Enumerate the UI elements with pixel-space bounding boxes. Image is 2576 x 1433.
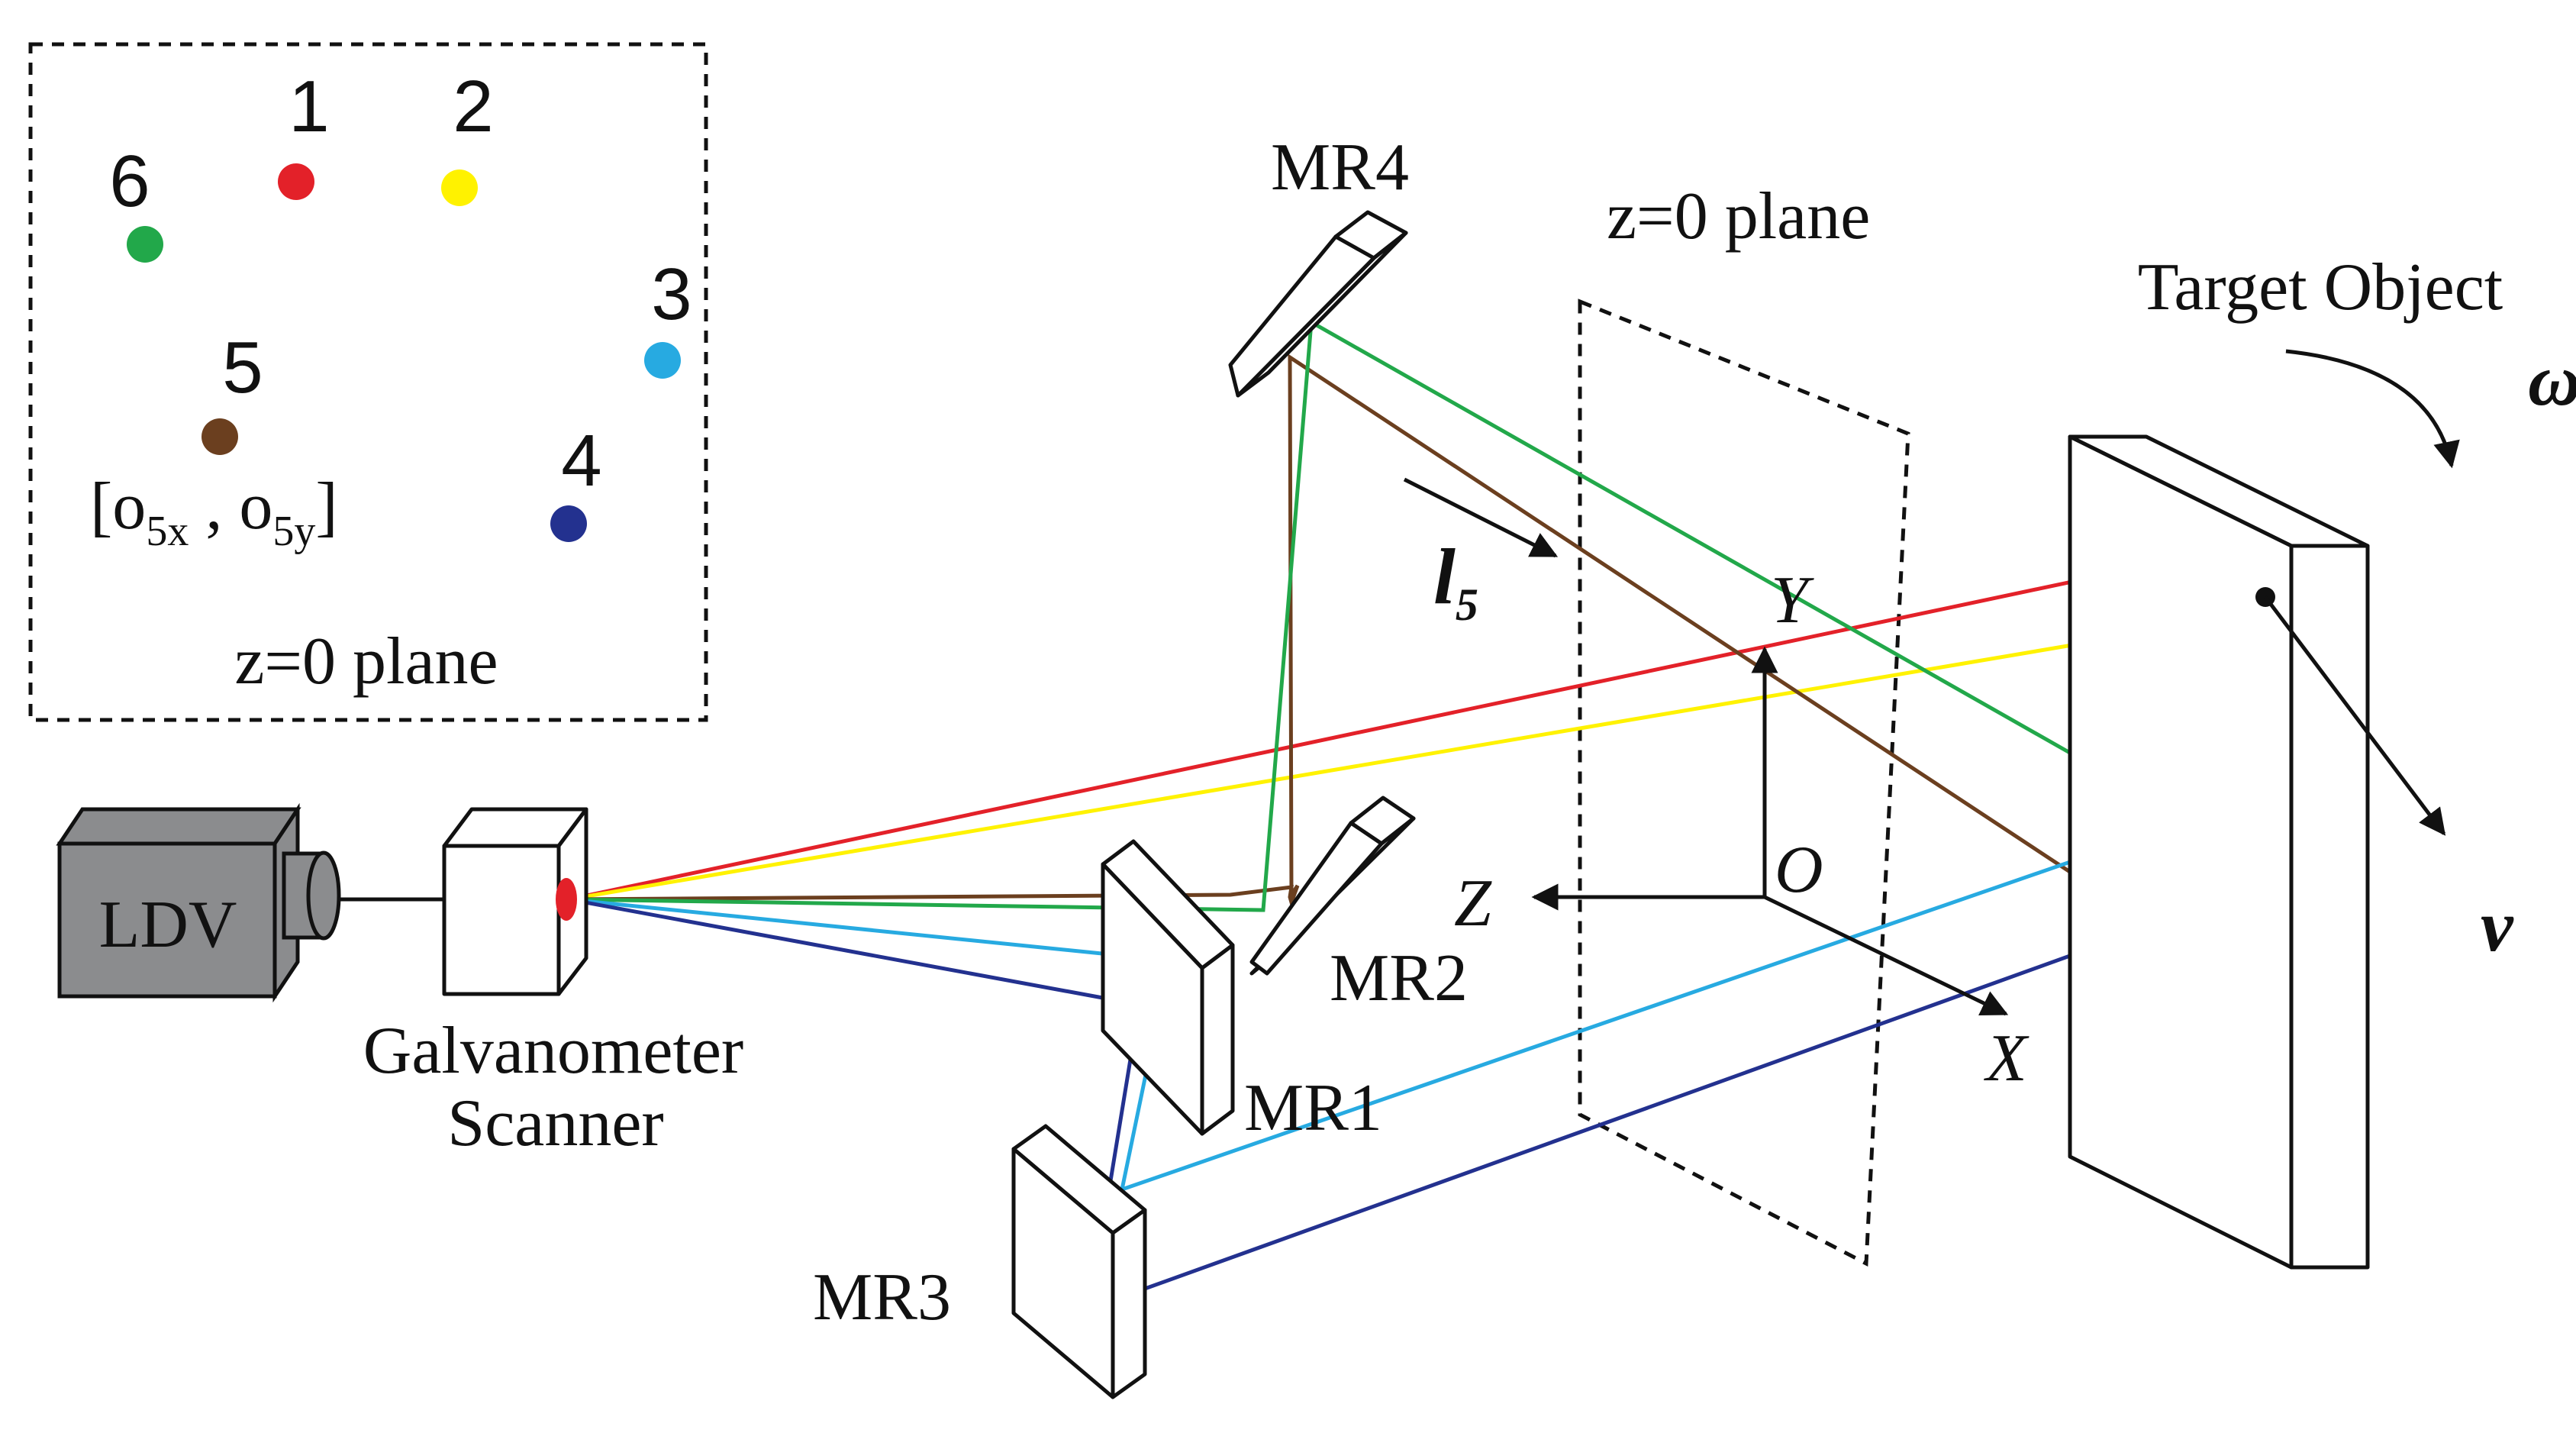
axis-x-label: X — [1984, 1021, 2030, 1096]
inset-point-6-number: 6 — [109, 140, 150, 222]
mr1-front — [1101, 862, 1204, 1136]
mirror-mr2: MR2 — [1249, 796, 1468, 1015]
target-front-face — [2068, 434, 2294, 1270]
galvanometer-scanner: Galvanometer Scanner — [363, 807, 743, 1160]
omega-label: ω — [2528, 339, 2576, 421]
origin-label: O — [1775, 833, 1823, 907]
inset-point-4 — [550, 505, 587, 542]
galvo-laser-spot — [556, 878, 577, 921]
velocity-arrow — [2264, 595, 2446, 836]
mr3-side — [1111, 1208, 1147, 1399]
ldv-label: LDV — [99, 888, 237, 962]
mirror-mr4: MR4 — [1228, 131, 1409, 398]
ray-navy — [568, 897, 2155, 1292]
z0-plane-outline — [1578, 299, 1910, 1267]
rotation-arrow — [2285, 349, 2460, 469]
target-object: Target Object ω v — [2068, 250, 2576, 1270]
inset-point-5-number: 5 — [222, 327, 263, 408]
ldv-top-face — [56, 807, 301, 846]
mr2-front — [1249, 821, 1384, 976]
mirror-mr3: MR3 — [813, 1124, 1147, 1399]
axis-x-arrow — [1763, 895, 2009, 1016]
target-side-face — [2289, 544, 2370, 1270]
inset-point-4-number: 4 — [561, 420, 601, 502]
mr1-label: MR1 — [1244, 1071, 1382, 1145]
mr1-side — [1200, 943, 1235, 1136]
mirror-mr1: MR1 — [1101, 839, 1382, 1145]
galvo-front-face — [442, 844, 561, 996]
inset-point-1-number: 1 — [289, 66, 329, 147]
inset-point-3-number: 3 — [651, 253, 692, 335]
mr4-front — [1228, 234, 1376, 398]
mr3-front — [1011, 1147, 1115, 1399]
inset-point-3 — [644, 342, 681, 379]
ray-green — [568, 318, 2088, 912]
plane-label: z=0 plane — [1607, 179, 1870, 253]
inset-point-5 — [202, 418, 238, 455]
ldv-front-face — [57, 841, 277, 999]
galvo-label-line1: Galvanometer — [363, 1014, 743, 1088]
inset-point-6 — [127, 226, 163, 263]
mr2-label: MR2 — [1330, 941, 1468, 1015]
axis-z-label: Z — [1454, 867, 1492, 941]
coordinate-axes: Y Z X O — [1454, 563, 2030, 1096]
inset-point-1 — [278, 163, 314, 200]
ldv-device: LDV — [56, 802, 341, 1003]
ldv-lens — [306, 850, 341, 941]
mr3-label: MR3 — [813, 1260, 951, 1335]
ray-brown — [568, 353, 2110, 909]
inset-plane-label: z=0 plane — [234, 625, 498, 699]
mr4-label: MR4 — [1271, 131, 1409, 205]
inset-border — [28, 42, 708, 722]
axis-y-label: Y — [1771, 563, 1814, 637]
inset-coord-label: [o5x , o5y] — [90, 470, 338, 555]
l5-label: l5 — [1433, 533, 1478, 630]
ray-yellow — [568, 618, 2222, 902]
inset-point-2 — [441, 169, 478, 206]
inset-panel: 1 2 3 4 5 6 [o5x , o5y] z=0 plane — [28, 42, 708, 722]
l5-arrow — [1403, 477, 1559, 558]
velocity-label: v — [2481, 885, 2514, 967]
inset-point-2-number: 2 — [453, 66, 493, 147]
galvo-label-line2: Scanner — [447, 1086, 663, 1160]
target-label: Target Object — [2138, 250, 2503, 324]
